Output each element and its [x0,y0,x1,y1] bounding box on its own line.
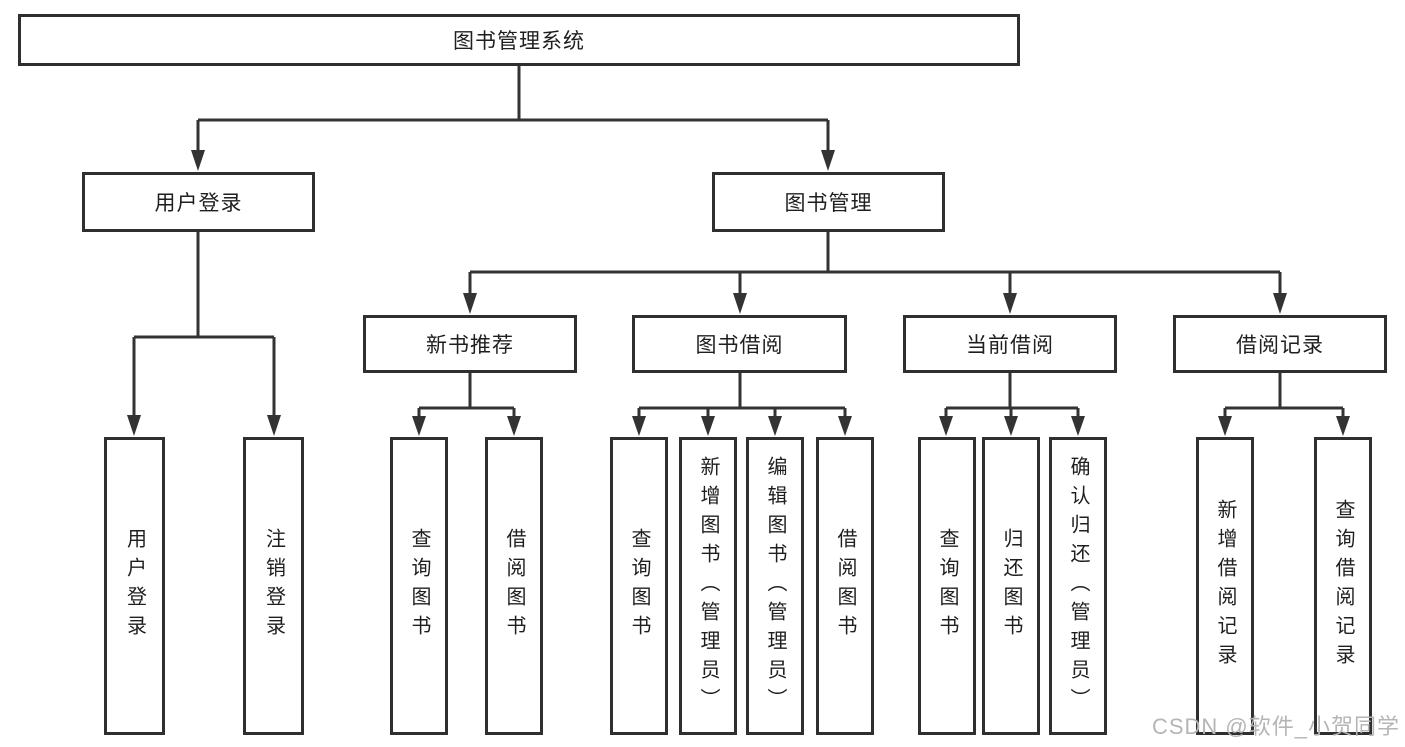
leaf-user-login-label: 用户登录 [123,528,146,644]
arrowhead-current-borrow [1003,293,1017,314]
arrowhead-l3 [412,416,426,436]
arrowhead-leaf-logout [267,415,281,436]
leaf-current-confirm-return-admin-label: 确认归还（管理员） [1067,455,1089,717]
borrow-records-label: 借阅记录 [1236,334,1324,357]
leaf-records-add-record-label: 新增借阅记录 [1214,499,1236,673]
arrowhead-l12 [1218,416,1232,436]
leaf-records-query-record-label: 查询借阅记录 [1332,499,1354,673]
node-new-book-recommend: 新书推荐 [363,315,577,373]
leaf-newbook-query-books-label: 查询图书 [408,528,430,644]
arrowhead-book-mgmt [821,150,835,171]
arrowhead-borrow-record [1273,293,1287,314]
leaf-logout-label: 注销登录 [262,528,285,644]
node-root: 图书管理系统 [18,14,1020,66]
new-book-recommend-label: 新书推荐 [426,334,514,357]
current-borrow-label: 当前借阅 [966,334,1054,357]
leaf-borrow-borrow-books-label: 借阅图书 [834,528,856,644]
leaf-records-add-record: 新增借阅记录 [1196,437,1254,735]
leaf-borrow-add-books-admin: 新增图书（管理员） [679,437,737,735]
arrowhead-l11 [1071,416,1085,436]
arrowhead-user-login [191,150,205,171]
leaf-borrow-query-books-label: 查询图书 [628,528,650,644]
book-management-label: 图书管理 [784,192,873,215]
leaf-current-confirm-return-admin: 确认归还（管理员） [1049,437,1107,735]
leaf-borrow-edit-books-admin: 编辑图书（管理员） [746,437,804,735]
leaf-user-login: 用户登录 [104,437,165,735]
leaf-newbook-borrow-books: 借阅图书 [485,437,543,735]
leaf-borrow-query-books: 查询图书 [610,437,668,735]
arrowhead-l6 [701,416,715,436]
leaf-borrow-borrow-books: 借阅图书 [816,437,874,735]
leaf-borrow-edit-books-admin-label: 编辑图书（管理员） [764,455,786,717]
arrowhead-l5 [632,416,646,436]
arrowhead-book-borrow [733,293,747,314]
arrowhead-l4 [507,416,521,436]
user-login-label: 用户登录 [154,192,243,215]
leaf-newbook-query-books: 查询图书 [390,437,448,735]
node-user-login: 用户登录 [82,172,315,232]
leaf-current-query-books: 查询图书 [918,437,976,735]
node-book-management: 图书管理 [712,172,945,232]
arrowhead-l10 [1004,416,1018,436]
watermark: CSDN @软件_小贺同学 [1151,714,1400,739]
node-current-borrow: 当前借阅 [903,315,1117,373]
arrowhead-l13 [1336,416,1350,436]
node-book-borrow: 图书借阅 [632,315,847,373]
leaf-current-return-books: 归还图书 [982,437,1040,735]
arrowhead-new-book [463,293,477,314]
leaf-newbook-borrow-books-label: 借阅图书 [503,528,525,644]
arrowhead-leaf-login [127,415,141,436]
leaf-records-query-record: 查询借阅记录 [1314,437,1372,735]
arrowhead-l9 [939,416,953,436]
leaf-current-query-books-label: 查询图书 [936,528,958,644]
root-label: 图书管理系统 [453,30,585,53]
leaf-borrow-add-books-admin-label: 新增图书（管理员） [697,455,719,717]
arrowhead-l8 [838,416,852,436]
node-borrow-records: 借阅记录 [1173,315,1387,373]
leaf-logout: 注销登录 [243,437,304,735]
leaf-current-return-books-label: 归还图书 [1000,528,1022,644]
arrowhead-l7 [768,416,782,436]
book-borrow-label: 图书借阅 [695,334,784,357]
